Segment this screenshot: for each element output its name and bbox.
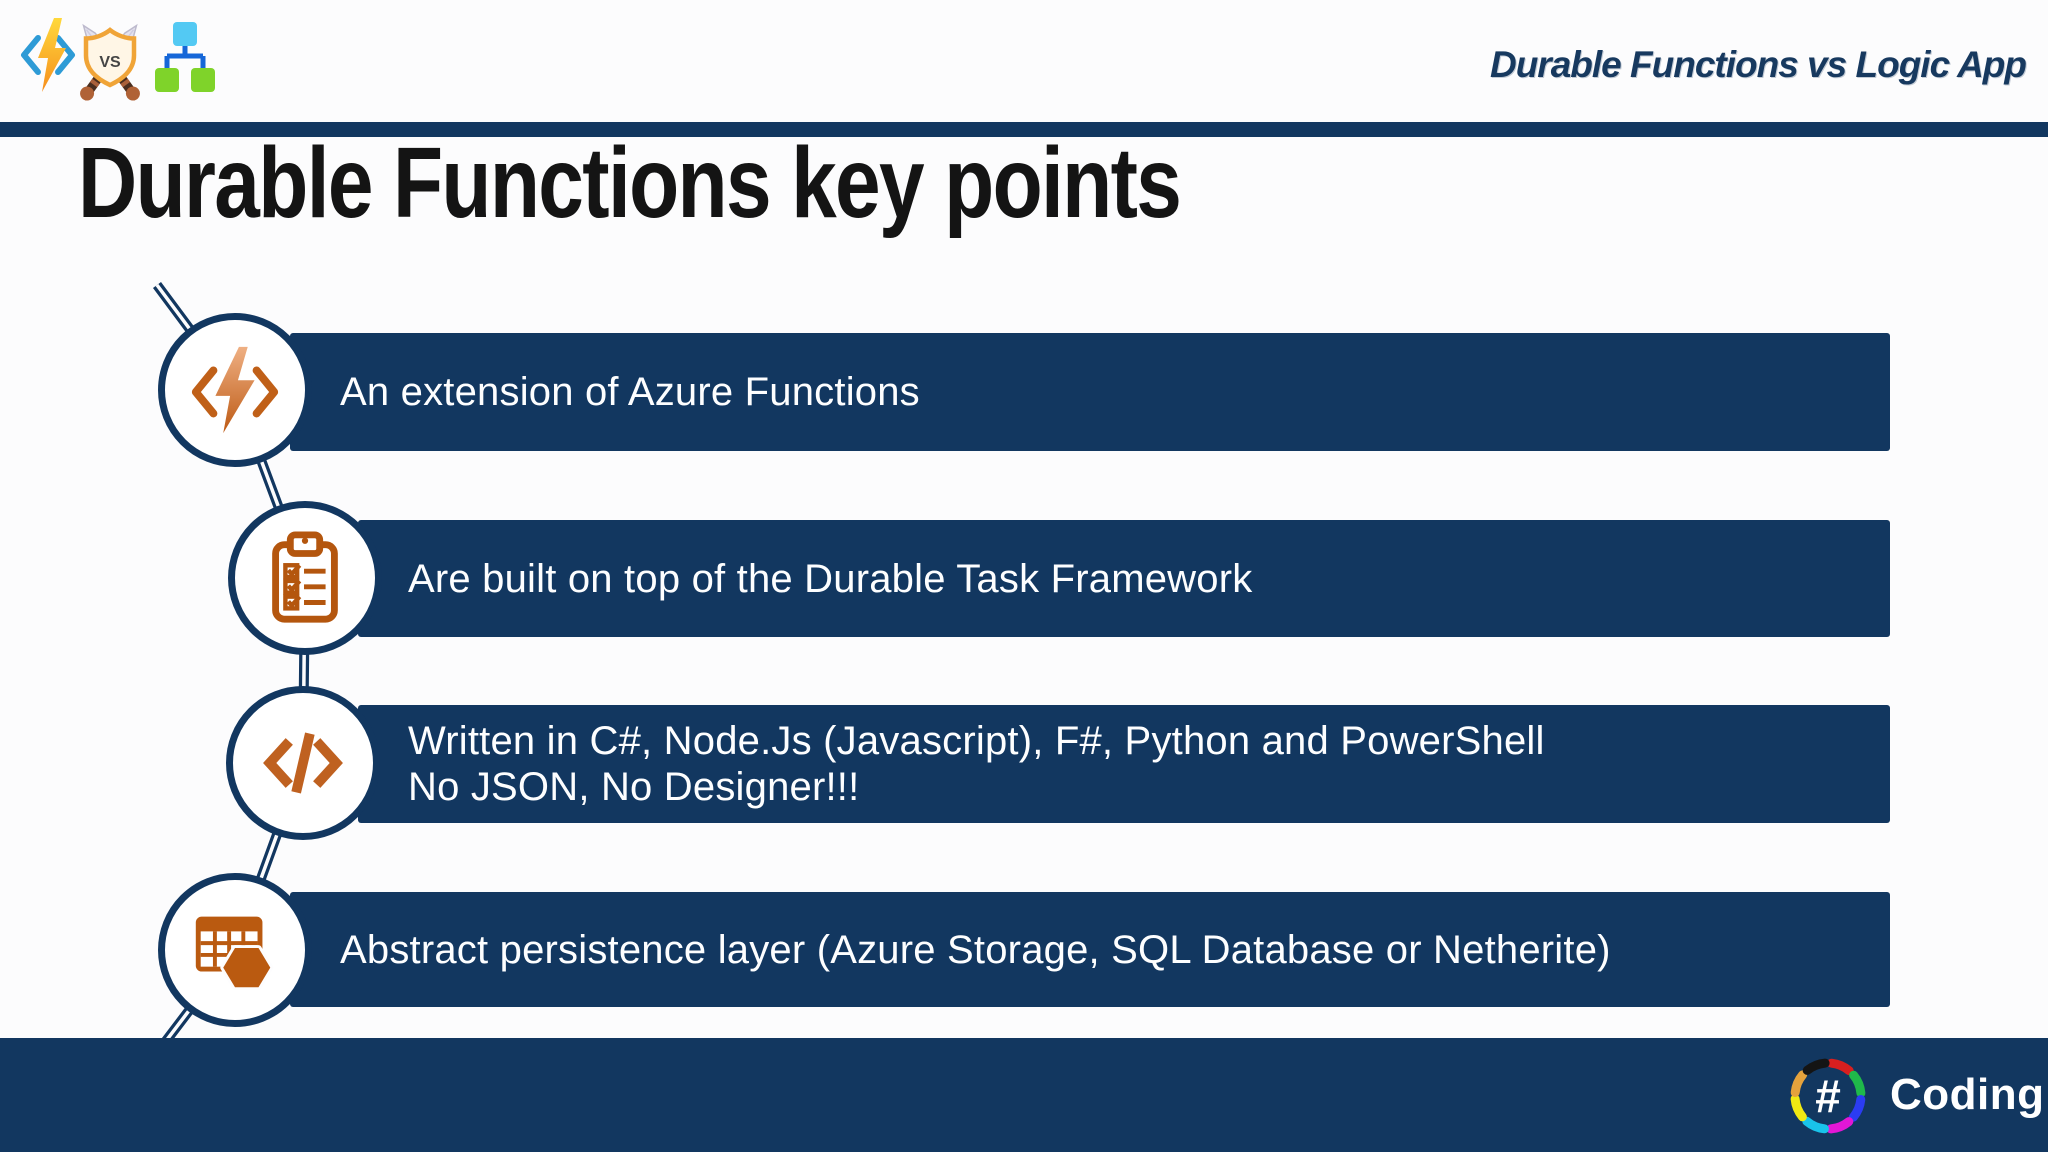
vs-shield-label: VS <box>99 54 121 71</box>
coding-hash-symbol: # <box>1815 1070 1841 1122</box>
coding-swirl-logo-icon <box>1790 1058 1866 1134</box>
milestone-circle <box>158 873 312 1027</box>
milestone-circle <box>158 313 312 467</box>
storage-table-hexagon-icon <box>195 916 274 991</box>
versus-logo: VS <box>21 18 215 103</box>
key-point-bar: An extension of Azure Functions <box>290 333 1890 451</box>
key-point-bar: Written in C#, Node.Js (Javascript), F#,… <box>358 705 1890 823</box>
header-divider <box>0 122 2048 137</box>
key-point-text: Are built on top of the Durable Task Fra… <box>408 556 1253 601</box>
footer-bar <box>0 1038 2048 1152</box>
logic-app-mini-icon <box>155 22 215 92</box>
page-title: Durable Functions key points <box>78 127 1182 239</box>
key-point-bar: Are built on top of the Durable Task Fra… <box>358 520 1890 637</box>
key-point-text: Abstract persistence layer (Azure Storag… <box>340 927 1611 972</box>
key-point-text: Written in C#, Node.Js (Javascript), F#,… <box>408 719 1545 763</box>
key-point-text: An extension of Azure Functions <box>340 370 920 414</box>
key-point-text: No JSON, No Designer!!! <box>408 765 860 809</box>
vs-shield-icon <box>83 27 137 88</box>
milestone-circle <box>228 501 382 655</box>
crossed-swords-icon: VS <box>74 19 146 103</box>
azure-functions-mini-icon <box>21 18 75 92</box>
milestone-circle <box>226 686 380 840</box>
header-title: Durable Functions vs Logic App <box>1489 44 2027 85</box>
checklist-clipboard-icon <box>272 531 338 623</box>
code-brackets-icon <box>263 732 343 794</box>
azure-functions-icon <box>191 346 279 434</box>
key-point-bar: Abstract persistence layer (Azure Storag… <box>290 892 1890 1007</box>
coding-brand-name: Coding <box>1890 1070 2045 1119</box>
